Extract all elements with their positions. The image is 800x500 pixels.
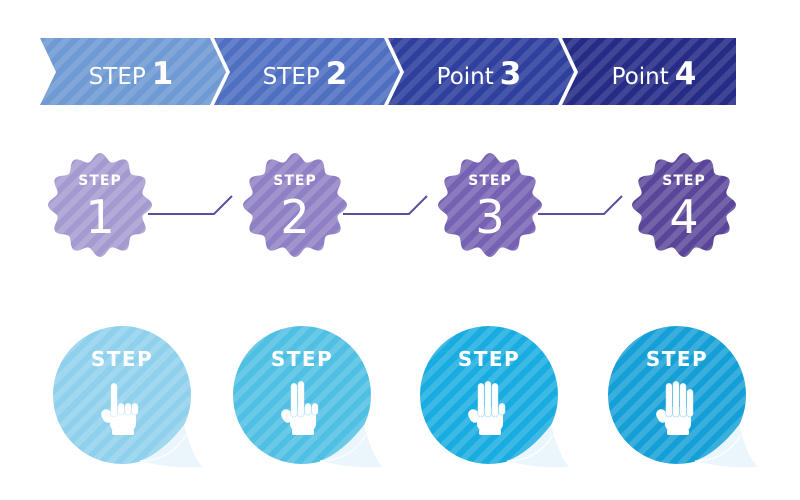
circle-step-row: STEP STEP STEP STEP: [53, 326, 757, 468]
hand-four-fingers-icon: [656, 380, 694, 435]
badge-step-row: STEP 1 STEP 2 STEP 3 STEP 4: [48, 153, 736, 257]
arrow-step-number: 2: [326, 56, 348, 92]
arrow-step-number: 4: [675, 56, 697, 92]
badge-step-label: STEP: [662, 173, 705, 189]
badge-connector-row: [148, 195, 623, 215]
badge-step-number: 1: [85, 190, 114, 244]
arrow-step-number: 1: [152, 56, 174, 92]
arrow-step-prefix: Point: [612, 64, 669, 90]
hand-three-fingers-icon: [468, 380, 506, 435]
badge-step-4: STEP 4: [632, 153, 736, 257]
badge-step-3: STEP 3: [438, 153, 542, 257]
circle-sticker-2: STEP: [233, 326, 382, 468]
circle-sticker-3: STEP: [420, 326, 569, 468]
circle-sticker-4: STEP: [608, 326, 757, 468]
badge-step-number: 3: [475, 190, 504, 244]
circle-step-label: STEP: [91, 347, 153, 371]
arrow-step-prefix: Point: [437, 64, 494, 90]
badge-step-1: STEP 1: [48, 153, 152, 257]
circle-step-label: STEP: [458, 347, 520, 371]
arrow-step-number: 3: [500, 56, 522, 92]
hand-two-fingers-icon: [281, 380, 319, 435]
badge-step-number: 2: [280, 190, 309, 244]
arrow-step-prefix: STEP: [263, 64, 320, 90]
badge-step-2: STEP 2: [243, 153, 347, 257]
badge-step-label: STEP: [78, 173, 121, 189]
hand-one-finger-icon: [101, 382, 139, 435]
connector-line: [148, 195, 233, 215]
arrow-step-prefix: STEP: [89, 64, 146, 90]
circle-sticker-1: STEP: [53, 326, 202, 468]
circle-step-label: STEP: [646, 347, 708, 371]
badge-step-number: 4: [669, 190, 698, 244]
badge-step-label: STEP: [273, 173, 316, 189]
connector-line: [538, 195, 623, 215]
badge-step-label: STEP: [468, 173, 511, 189]
circle-step-label: STEP: [271, 347, 333, 371]
connector-line: [343, 195, 428, 215]
